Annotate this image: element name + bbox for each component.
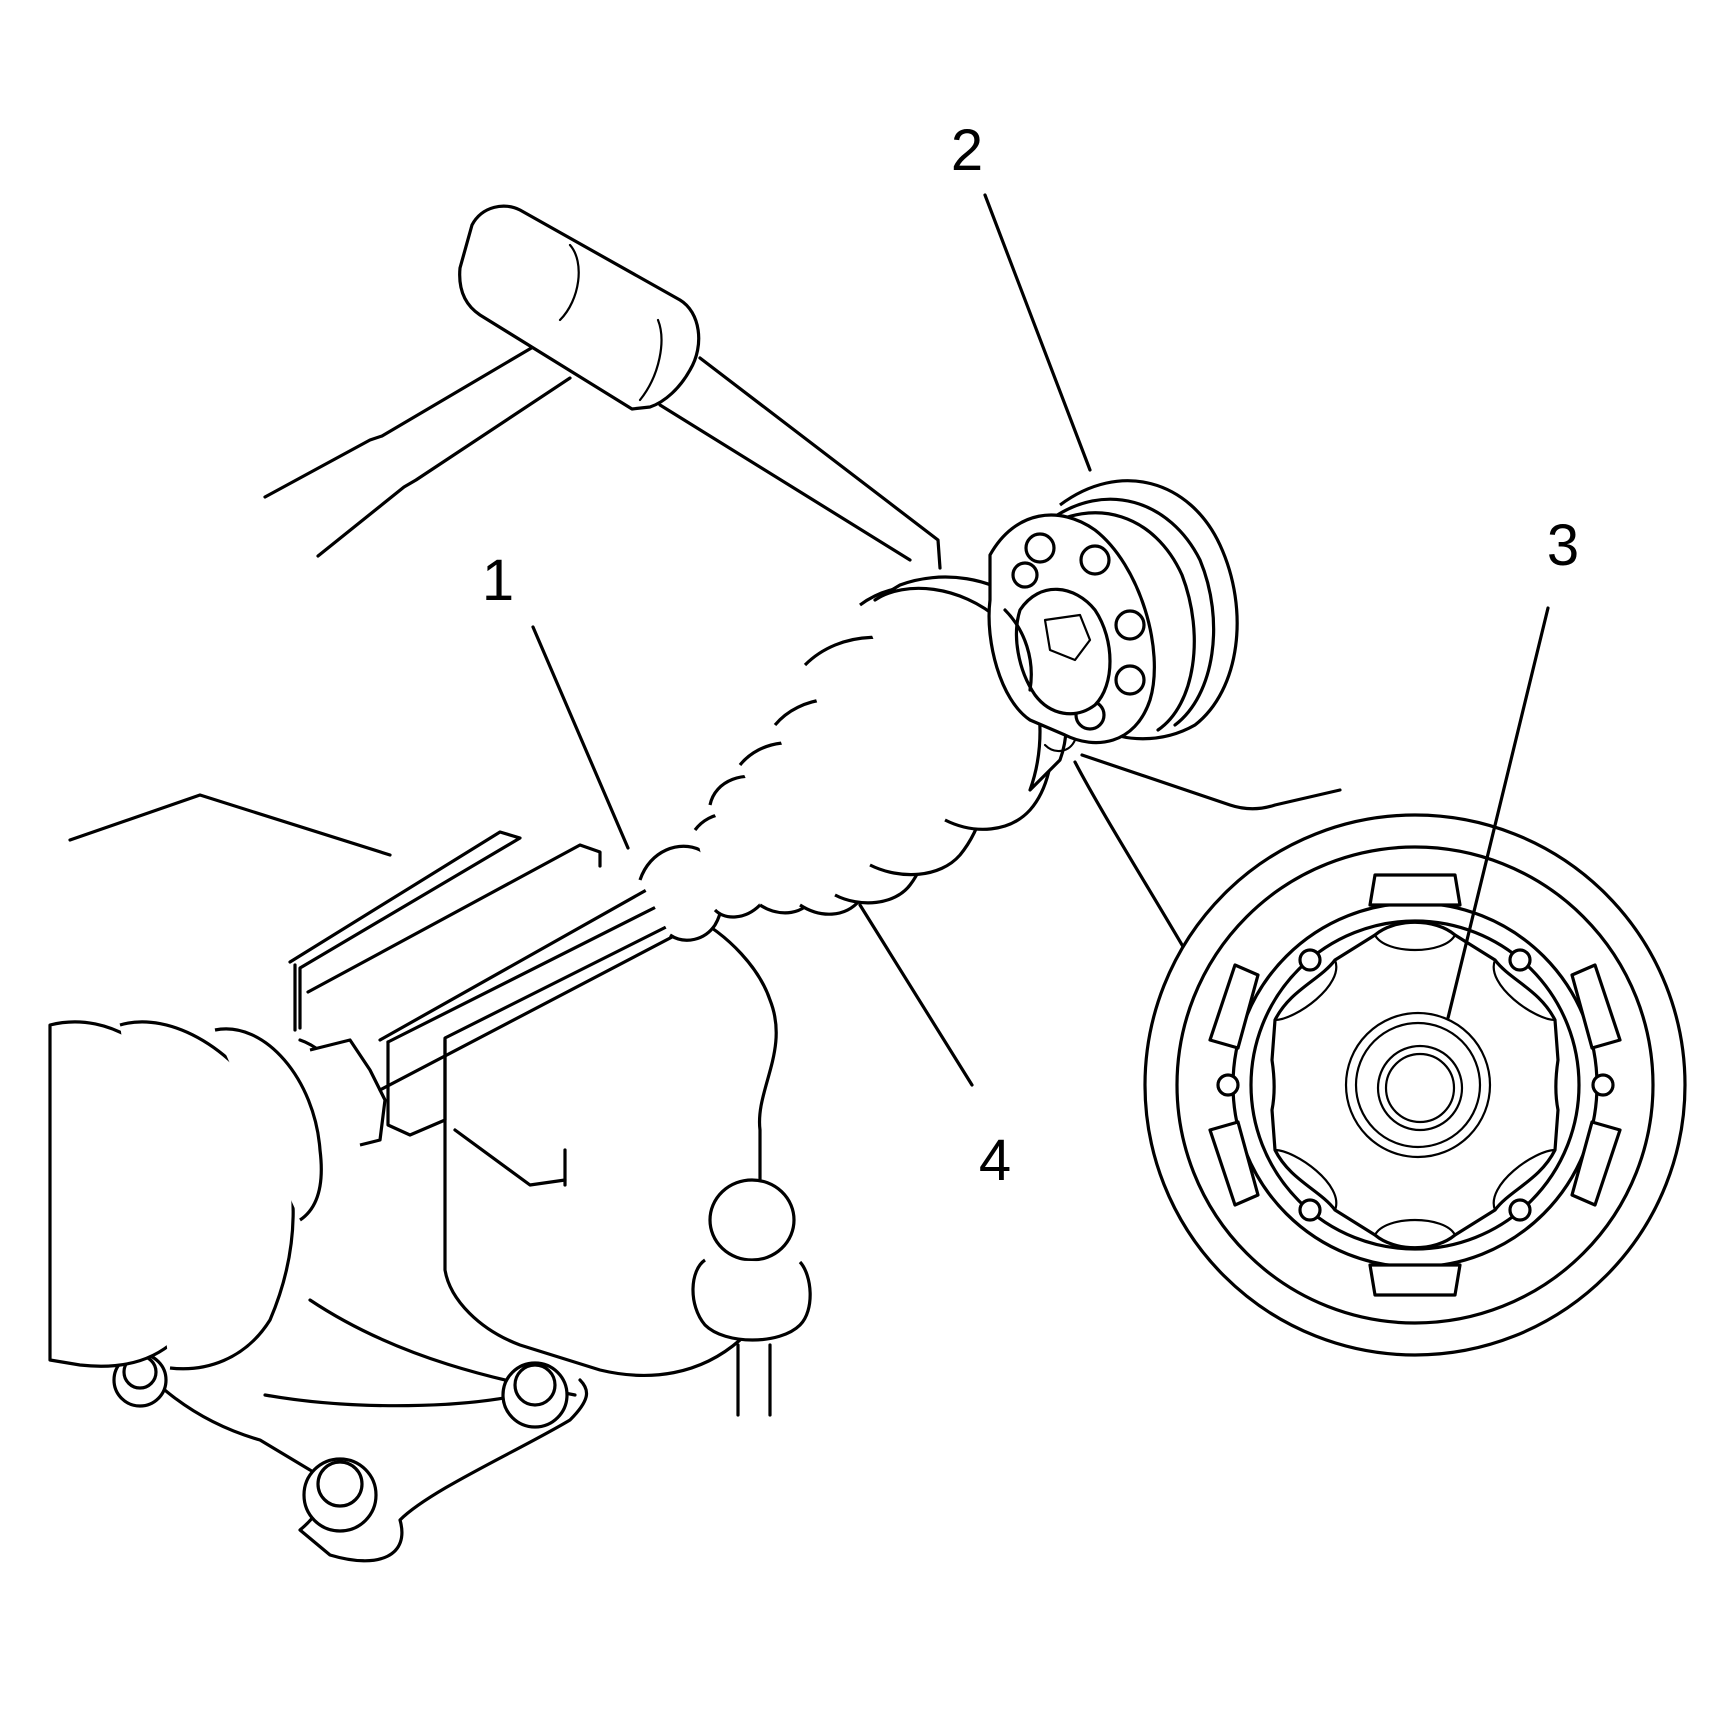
cage-window: [1368, 1263, 1462, 1297]
detail-hole: [1591, 1073, 1615, 1097]
detail-hole: [1298, 1198, 1322, 1222]
ball-groove: [1273, 958, 1338, 1022]
axle-shaft: [378, 811, 773, 1092]
detail-hole: [1298, 948, 1322, 972]
callout-3: 3: [1547, 513, 1579, 578]
vise-jaw-upper: [288, 830, 522, 1030]
vise-bolt: [112, 1352, 168, 1408]
ball-groove: [1492, 958, 1557, 1022]
hammer-head: [458, 204, 701, 411]
ball-groove: [1373, 933, 1457, 951]
outer-cv-joint: [987, 479, 1239, 745]
vise-handle-knob: [708, 1178, 796, 1262]
detail-callout-frame: [1080, 753, 1342, 811]
inboard-joint: [48, 1020, 387, 1371]
vise-body: [443, 1038, 742, 1378]
callout-2: 2: [951, 118, 983, 183]
leader-lines: [531, 193, 1550, 1087]
detail-spline-hub: [1344, 1011, 1492, 1159]
drift-punch: [698, 356, 942, 570]
ball-groove: [1373, 1219, 1457, 1237]
cage-window: [1208, 963, 1260, 1050]
ball-groove: [1273, 1148, 1338, 1212]
leader-line-3: [1446, 606, 1550, 1020]
cage-window: [1368, 873, 1462, 907]
callout-1: 1: [482, 548, 514, 613]
callout-labels: 1 2 3 4: [482, 118, 1579, 1193]
detail-hole: [1216, 1073, 1240, 1097]
detail-hole: [1508, 1198, 1532, 1222]
vise-bolt: [302, 1457, 378, 1533]
leader-line-4: [858, 903, 974, 1087]
cage-window: [1570, 963, 1622, 1050]
callout-4: 4: [979, 1128, 1011, 1193]
leader-line-2: [983, 193, 1092, 472]
cage-window: [1208, 1120, 1260, 1207]
vise-bolt: [501, 1361, 569, 1429]
hammer-handle: [263, 338, 547, 499]
cv-joint-inner-race: [1014, 587, 1112, 716]
bench-vise: [68, 793, 812, 1563]
cage-window: [1570, 1120, 1622, 1207]
hammer: [263, 204, 942, 570]
ball-groove: [1492, 1148, 1557, 1212]
detail-hole: [1508, 948, 1532, 972]
vise-base: [118, 1343, 589, 1563]
leader-line-1: [531, 625, 630, 850]
detail-view: [1073, 753, 1687, 1357]
